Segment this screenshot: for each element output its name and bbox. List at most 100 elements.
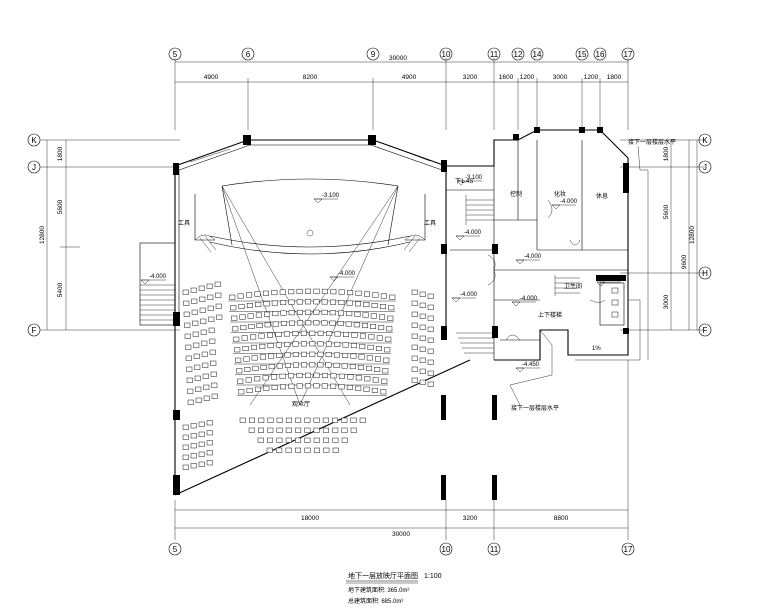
seat	[238, 304, 245, 310]
top-dim-8: 1200	[584, 74, 599, 81]
axis-bottom-11: 11	[490, 545, 499, 554]
bottom-total-dim: 30000	[392, 531, 410, 538]
seat	[295, 447, 302, 453]
right-sub-dim: 9600	[681, 254, 688, 269]
seat	[229, 294, 236, 300]
seat	[292, 331, 299, 337]
seat	[252, 365, 259, 371]
seat	[206, 283, 213, 289]
axis-right-J: J	[703, 163, 707, 172]
seat	[182, 454, 189, 460]
axis-top-16: 16	[596, 50, 605, 59]
seat	[342, 352, 349, 358]
seat	[210, 371, 217, 377]
seat	[411, 355, 418, 361]
right-dim-3: 3000	[663, 294, 670, 309]
seat	[385, 336, 392, 342]
seat	[347, 374, 354, 380]
seat	[330, 373, 337, 379]
seat	[313, 372, 320, 378]
seat	[419, 291, 426, 297]
label-room-1: 控制	[510, 190, 522, 198]
axis-top-15: 15	[578, 50, 587, 59]
seat	[341, 363, 348, 369]
axis-right-H: H	[702, 269, 708, 278]
seat	[267, 427, 274, 433]
seat	[313, 309, 320, 315]
seat	[427, 315, 434, 321]
seat	[254, 386, 261, 392]
seat	[313, 299, 320, 305]
seat	[256, 323, 263, 329]
seat	[255, 312, 262, 318]
label-stair-note2: 下1.4S	[455, 178, 473, 185]
seat	[355, 290, 362, 296]
seat	[358, 354, 365, 360]
seat	[280, 384, 286, 390]
seat	[232, 326, 239, 332]
seat	[355, 301, 361, 307]
seat	[427, 326, 434, 332]
seat	[305, 383, 312, 389]
seat	[208, 316, 215, 322]
seat	[317, 362, 324, 368]
seat	[301, 362, 308, 368]
seat	[309, 351, 316, 357]
seat	[321, 309, 328, 315]
seat	[322, 417, 329, 423]
title-line2: 地下建筑面积: 365.0m²	[348, 586, 409, 594]
seat	[201, 351, 208, 357]
seat	[191, 309, 198, 315]
stage	[194, 178, 426, 406]
seat	[244, 367, 251, 372]
doors	[487, 199, 606, 341]
note-slope: 1%	[592, 346, 601, 352]
seat	[359, 417, 366, 423]
seat	[323, 437, 330, 443]
seat	[368, 334, 375, 340]
seat	[419, 324, 426, 330]
right-dim-1: 1800	[663, 146, 670, 161]
seat	[250, 344, 257, 350]
seat	[272, 321, 279, 327]
seat	[296, 288, 303, 294]
seat	[346, 384, 353, 390]
seat	[325, 362, 332, 368]
seat	[267, 437, 274, 443]
seat	[411, 366, 418, 372]
seat	[313, 288, 320, 294]
seat	[259, 354, 266, 360]
seat	[288, 299, 295, 305]
seat	[262, 375, 269, 381]
seat	[411, 333, 418, 339]
seat	[284, 352, 291, 358]
seat	[185, 344, 192, 350]
seat	[304, 437, 311, 443]
seat	[357, 364, 364, 370]
seat	[333, 352, 340, 358]
seat	[280, 310, 287, 316]
seat	[200, 329, 207, 335]
seat	[194, 364, 201, 370]
note-leader-1: 接下一层楼层水平	[628, 138, 676, 146]
seat	[419, 313, 426, 319]
seat	[374, 367, 381, 372]
top-dim-9: 1800	[607, 74, 622, 81]
seat	[251, 355, 258, 361]
seat	[280, 300, 287, 306]
seat	[295, 437, 302, 443]
axis-bottom-10: 10	[442, 545, 451, 554]
seat	[203, 395, 210, 401]
seat	[275, 342, 282, 348]
seat	[276, 447, 283, 453]
seat	[259, 343, 266, 349]
seat	[325, 341, 332, 347]
seat	[250, 334, 257, 340]
seat	[215, 303, 222, 309]
seat	[206, 430, 213, 436]
seat	[380, 389, 387, 395]
seat	[237, 378, 244, 384]
seat	[330, 289, 337, 295]
seat	[376, 335, 383, 341]
seat	[182, 434, 189, 440]
